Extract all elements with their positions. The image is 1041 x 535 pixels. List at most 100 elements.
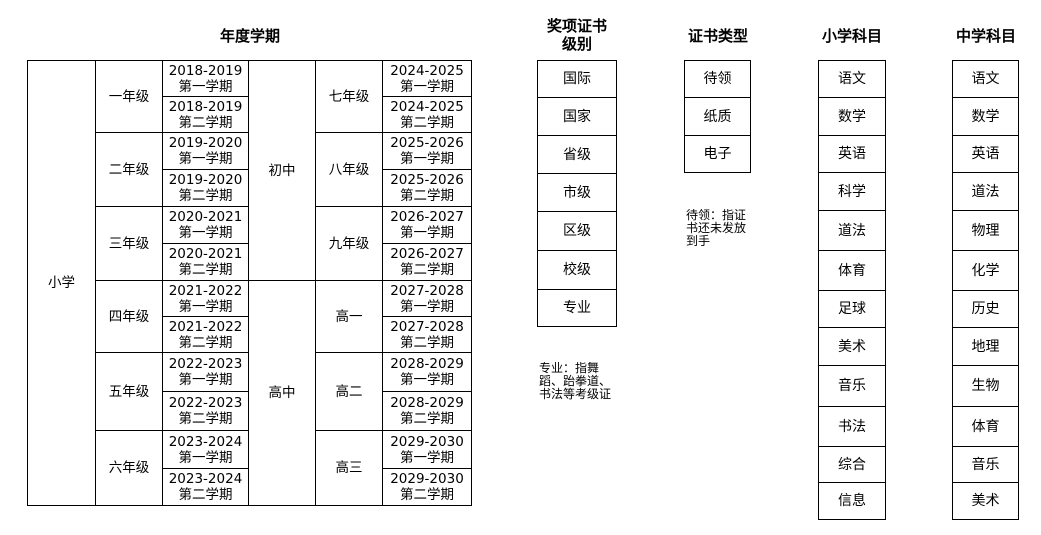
- cert-note: 待领：指证书还未发放到手: [686, 209, 747, 247]
- award-level-cell: 区级: [537, 211, 617, 251]
- middle-subject-row: 英语: [952, 135, 1019, 173]
- middle-subject-row: 地理: [952, 327, 1019, 366]
- middle-subject-row: 音乐: [952, 446, 1019, 483]
- middle-subject-row: 数学: [952, 97, 1019, 136]
- term-name: 第二学期: [178, 487, 233, 503]
- cert-type-cell: 电子: [684, 135, 751, 173]
- term-name: 第一学期: [400, 78, 454, 95]
- award-level-cell: 市级: [537, 173, 617, 212]
- term-year: 2028-2029: [390, 395, 464, 411]
- middle-subject-cell: 美术: [952, 482, 1019, 520]
- term-year: 2018-2019: [168, 98, 243, 115]
- middle-subject-row: 美术: [952, 482, 1019, 520]
- award-level-row: 专业: [537, 289, 617, 327]
- middle-subjects-table: 语文数学英语道法物理化学历史地理生物体育音乐美术: [952, 60, 1019, 520]
- award-level-cell: 校级: [537, 250, 617, 290]
- term-year: 2026-2027: [390, 209, 464, 225]
- term-name: 第一学期: [400, 151, 454, 167]
- stage-senior: 高中: [248, 280, 316, 506]
- primary-subject-row: 科学: [818, 172, 886, 211]
- primary-subject-cell: 综合: [818, 446, 886, 483]
- primary-subject-row: 综合: [818, 446, 886, 483]
- term-year: 2025-2026: [390, 135, 464, 151]
- term-year: 2020-2021: [168, 209, 243, 225]
- middle-subject-row: 生物: [952, 365, 1019, 407]
- middle-subject-row: 化学: [952, 250, 1019, 291]
- award-level-cell: 国际: [537, 60, 617, 98]
- award-level-cell: 专业: [537, 289, 617, 327]
- primary-subject-cell: 英语: [818, 135, 886, 173]
- grade-cell: 高一: [315, 280, 383, 353]
- term-name: 第一学期: [178, 449, 233, 466]
- award-level-row: 区级: [537, 211, 617, 251]
- primary-subject-cell: 体育: [818, 250, 886, 291]
- cert-type-cell: 待领: [684, 60, 751, 98]
- grade-cell: 七年级: [315, 60, 383, 133]
- term-year: 2028-2029: [390, 356, 464, 372]
- term-year: 2024-2025: [390, 98, 464, 115]
- award-level-row: 国际: [537, 60, 617, 98]
- grade-cell: 六年级: [95, 430, 163, 506]
- primary-subject-row: 信息: [818, 482, 886, 520]
- award-level-header: 奖项证书 级别: [546, 17, 607, 53]
- primary-subject-cell: 数学: [818, 97, 886, 136]
- term-name: 第一学期: [400, 225, 454, 241]
- award-note: 专业：指舞蹈、跆拳道、书法等考级证书: [539, 362, 612, 400]
- term-year: 2019-2020: [168, 172, 243, 188]
- primary-subject-cell: 音乐: [818, 365, 886, 407]
- middle-subject-row: 历史: [952, 290, 1019, 328]
- award-level-row: 市级: [537, 173, 617, 212]
- middle-subject-cell: 地理: [952, 327, 1019, 366]
- term-name: 第二学期: [400, 114, 454, 131]
- award-level-table: 国际国家省级市级区级校级专业: [537, 60, 617, 327]
- award-level-row: 校级: [537, 250, 617, 290]
- term-year: 2020-2021: [168, 246, 243, 262]
- cert-type-cell: 纸质: [684, 97, 751, 136]
- middle-subject-cell: 音乐: [952, 446, 1019, 483]
- grade-cell: 一年级: [95, 60, 163, 133]
- primary-subject-cell: 科学: [818, 172, 886, 211]
- award-level-row: 省级: [537, 135, 617, 174]
- primary-subject-cell: 道法: [818, 210, 886, 251]
- primary-subject-row: 体育: [818, 250, 886, 291]
- term-year: 2022-2023: [168, 356, 243, 372]
- term-year: 2024-2025: [390, 62, 464, 79]
- middle-subject-row: 道法: [952, 172, 1019, 211]
- primary-subject-cell: 信息: [818, 482, 886, 520]
- term-year: 2029-2030: [390, 433, 464, 450]
- middle-subject-cell: 体育: [952, 406, 1019, 447]
- term-name: 第二学期: [400, 334, 454, 351]
- cert-type-row: 待领: [684, 60, 751, 98]
- term-year: 2027-2028: [390, 318, 464, 335]
- term-name: 第二学期: [178, 188, 233, 204]
- term-name: 第一学期: [178, 372, 233, 388]
- middle-subject-cell: 道法: [952, 172, 1019, 211]
- term-name: 第一学期: [178, 151, 233, 167]
- term-name: 第二学期: [400, 487, 454, 503]
- term-year: 2023-2024: [168, 433, 243, 450]
- year-term-header: 年度学期: [219, 27, 280, 45]
- term-name: 第二学期: [178, 262, 233, 278]
- term-name: 第一学期: [400, 372, 454, 388]
